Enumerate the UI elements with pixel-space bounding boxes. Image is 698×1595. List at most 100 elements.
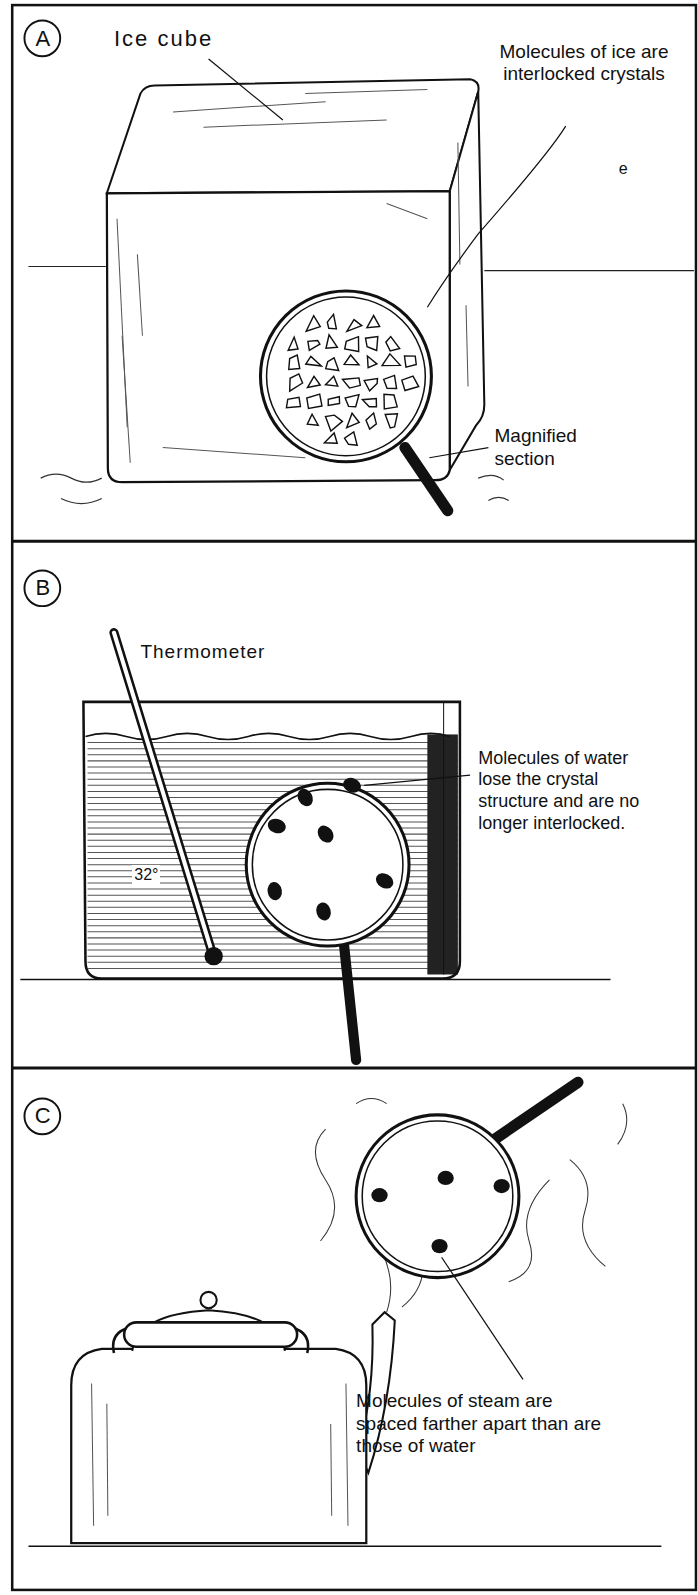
water-hatching [88, 943, 458, 944]
panel-letter: B [23, 569, 62, 608]
magnifier-rim [252, 789, 403, 940]
water-hatching [88, 785, 458, 786]
steam-molecule [371, 1188, 387, 1202]
container-rim [443, 702, 444, 975]
magnifier-handle [344, 944, 356, 1060]
callout-label: Molecules of water lose the crystal stru… [478, 748, 649, 834]
ice-shading [305, 90, 427, 94]
ice-crystal [326, 335, 337, 349]
callout-label: e [619, 159, 628, 178]
water-hatching [88, 956, 458, 957]
ice-crystal [364, 379, 377, 391]
ice-crystal [382, 354, 400, 366]
steam-molecule [493, 1179, 509, 1193]
ice-crystal [289, 355, 300, 369]
kettle-shading [331, 1424, 332, 1516]
water-figure [20, 633, 610, 1060]
ice-crystal [345, 337, 359, 352]
ice-crystal [306, 356, 322, 366]
ice-crystal [385, 414, 397, 428]
ice-crystal [347, 320, 362, 332]
panel-letter-circle: C [23, 1097, 62, 1136]
ice-crystal [288, 337, 298, 350]
water-molecule [314, 823, 336, 846]
ice-crystal [327, 314, 336, 329]
panel-divider [12, 540, 696, 543]
callout-label: Ice cube [114, 26, 213, 52]
magnifier-handle [495, 1082, 578, 1139]
kettle-shading [107, 1404, 108, 1516]
ice-crystal [386, 337, 400, 351]
ice-crystal [307, 394, 322, 408]
water-hatching [88, 791, 458, 792]
ice-crystal [367, 356, 376, 368]
water-surface [85, 733, 449, 739]
ice-crystal [326, 358, 339, 371]
water-molecule [266, 881, 283, 901]
frame [12, 5, 696, 1590]
ice-crystal [402, 376, 419, 390]
kettle-handle-mount [113, 1328, 308, 1352]
water-hatching [88, 968, 458, 969]
ice-crystal [345, 432, 358, 445]
ice-crystal [342, 378, 360, 388]
kettle-shading [346, 1383, 348, 1525]
ice-crystal [328, 397, 339, 406]
ice-shading [173, 102, 326, 112]
magnifier-lens [246, 783, 409, 946]
ice-crystal [345, 395, 359, 407]
ice-crystal [308, 341, 320, 351]
water-hatching [88, 931, 458, 932]
ice-crystal [324, 433, 337, 443]
steam-molecule [431, 1239, 447, 1253]
panel-letter: C [23, 1097, 62, 1136]
water-molecule [295, 786, 316, 809]
magnifier-rim [267, 297, 426, 456]
ice-crystal [286, 397, 300, 407]
cube-top-face [107, 79, 479, 193]
water-molecule [314, 901, 333, 923]
callout-label: Molecules of ice are interlocked crystal… [492, 41, 675, 87]
thermometer-bulb [205, 947, 223, 965]
thermometer-tube [114, 633, 212, 951]
ice-shading [137, 254, 142, 335]
lid-knob [200, 1292, 216, 1308]
water-molecule [266, 816, 288, 835]
ice-crystal [384, 394, 397, 409]
ice-crystal [325, 415, 342, 431]
ice-crystal [404, 356, 416, 367]
ice-crystal [306, 316, 320, 331]
ice-crystal [365, 337, 377, 351]
ice-shading [163, 448, 305, 458]
water-hatching [88, 950, 458, 951]
callout-label: Thermometer [140, 641, 265, 664]
ice-crystal [290, 374, 303, 391]
water-hatching [88, 962, 458, 963]
panel-letter: A [23, 19, 62, 58]
water-hatching [88, 937, 458, 938]
horizon-line [28, 266, 105, 267]
water-hatching [88, 773, 458, 774]
leader-line [364, 775, 470, 785]
water-hatching [88, 797, 458, 798]
magnifier-lens [260, 291, 431, 462]
magnifier-rim [362, 1121, 513, 1272]
water-molecule [373, 870, 396, 891]
kettle-handle [124, 1322, 297, 1346]
ice-shading [203, 120, 386, 127]
ice-crystal [325, 376, 337, 386]
steam-figure [28, 1082, 661, 1546]
magnifier-handle [405, 448, 448, 511]
panel-divider [12, 1067, 696, 1070]
water-shadow [427, 734, 458, 974]
ice-crystal [344, 355, 359, 365]
ice-crystal [307, 376, 320, 387]
water-hatching [88, 748, 458, 749]
water-hatching [88, 760, 458, 761]
ice-shading [122, 336, 130, 463]
leader-line [429, 448, 488, 458]
leader-line [427, 126, 565, 307]
ice-crystal [366, 413, 376, 429]
cube-right-face [450, 92, 485, 470]
water-hatching [88, 766, 458, 767]
